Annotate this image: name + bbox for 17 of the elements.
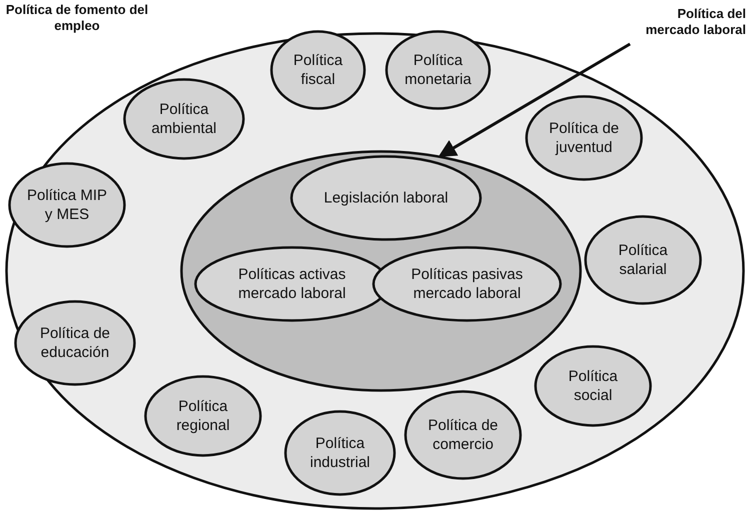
arrow	[438, 42, 631, 157]
ellipse-label: Política ambiental	[150, 100, 218, 138]
ellipse-label: Política MIP y MES	[26, 186, 108, 224]
callout-heading: Política del mercado laboral	[644, 6, 746, 38]
ellipse-label: Legislación laboral	[322, 188, 450, 208]
ellipse-label: Política fiscal	[292, 51, 344, 89]
ellipse-label: Política social	[567, 367, 619, 405]
ellipse-label: Política industrial	[308, 434, 372, 472]
ellipse-label: Política de comercio	[426, 416, 500, 454]
diagram-heading: Política de fomento del empleo	[4, 2, 150, 34]
ellipse-label: Política regional	[175, 397, 231, 435]
ellipse-label: Política de juventud	[548, 119, 620, 157]
ellipse-label: Política salarial	[617, 241, 669, 279]
ellipse-label: Política de educación	[38, 324, 112, 362]
ellipse-label: Política monetaria	[404, 51, 472, 89]
ellipse-label: Políticas pasivas mercado laboral	[410, 265, 524, 303]
ellipse-label: Políticas activas mercado laboral	[237, 265, 347, 303]
